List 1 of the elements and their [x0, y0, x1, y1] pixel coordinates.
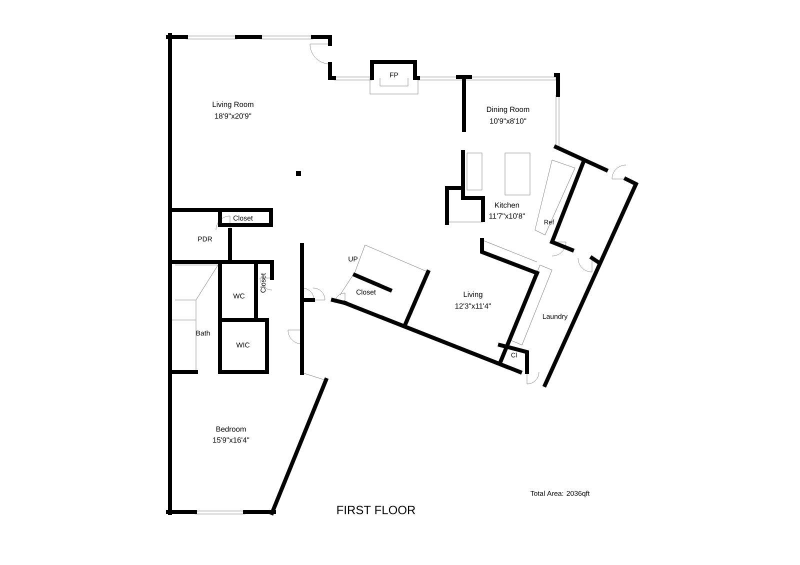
floor-title: FIRST FLOOR — [337, 506, 416, 514]
